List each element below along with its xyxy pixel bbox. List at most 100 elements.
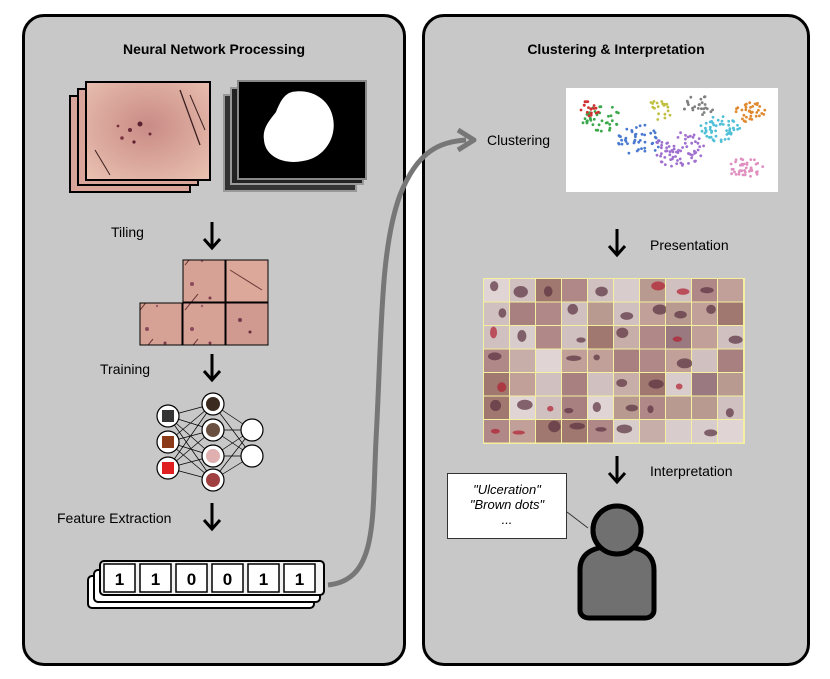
mosaic-lesion xyxy=(490,326,498,339)
scatter-point xyxy=(702,111,706,114)
scatter-point xyxy=(656,141,659,145)
scatter-point xyxy=(655,101,659,105)
scatter-point xyxy=(688,134,692,138)
mosaic-tile xyxy=(536,326,561,349)
scatter-point xyxy=(664,103,668,106)
scatter-point xyxy=(643,140,647,144)
scatter-point xyxy=(736,127,739,131)
scatter-point xyxy=(667,145,671,148)
scatter-point xyxy=(670,164,673,168)
mosaic-lesion xyxy=(616,327,629,338)
mosaic-tile xyxy=(588,326,613,349)
mosaic-tile xyxy=(718,279,743,302)
scatter-point xyxy=(664,149,667,153)
scatter-point xyxy=(620,138,623,142)
scatter-point xyxy=(679,149,683,153)
mosaic-tile xyxy=(718,349,743,372)
down-arrow-icon xyxy=(607,456,627,485)
scatter-point xyxy=(696,148,700,152)
scatter-point xyxy=(594,111,598,115)
scatter-point xyxy=(668,153,672,157)
scatter-point xyxy=(744,108,748,112)
mosaic-lesion xyxy=(704,429,718,437)
mosaic-tile xyxy=(692,373,717,396)
scatter-point xyxy=(737,170,741,174)
scatter-point xyxy=(585,113,589,116)
feature-cell xyxy=(139,563,172,593)
scatter-point xyxy=(598,105,602,109)
mosaic-lesion xyxy=(567,303,579,315)
scatter-point xyxy=(643,123,647,127)
scatter-point xyxy=(583,100,587,104)
scatter-point xyxy=(745,115,748,119)
scatter-point xyxy=(587,106,590,109)
scatter-point xyxy=(608,123,612,126)
scatter-point xyxy=(643,146,647,150)
mosaic-lesion xyxy=(625,404,639,412)
scatter-point xyxy=(586,119,589,123)
scatter-point xyxy=(696,141,700,145)
scatter-point xyxy=(604,121,608,125)
scatter-point xyxy=(625,127,629,131)
mosaic-tile xyxy=(718,302,743,325)
feature-cell xyxy=(175,563,208,593)
scatter-point xyxy=(652,100,656,103)
scatter-point xyxy=(732,120,736,123)
scatter-point xyxy=(727,137,730,141)
scatter-point xyxy=(723,138,727,141)
scatter-point xyxy=(739,163,742,167)
scatter-point xyxy=(730,172,733,176)
scatter-point xyxy=(609,114,613,118)
scatter-point xyxy=(745,163,749,166)
scatter-point xyxy=(685,145,689,149)
scatter-point xyxy=(733,170,736,174)
mosaic-lesion xyxy=(728,335,743,344)
scatter-point xyxy=(761,165,765,169)
mosaic-tile xyxy=(588,302,613,325)
mosaic-tile xyxy=(510,349,535,372)
mask-image-stack xyxy=(223,80,367,192)
feature-value: 0 xyxy=(223,570,232,589)
speech-bubble-icon: "Ulceration" "Brown dots" ... xyxy=(447,473,567,539)
scatter-point xyxy=(743,173,747,177)
scatter-point xyxy=(677,148,680,152)
scatter-point xyxy=(660,146,663,150)
down-arrow-icon xyxy=(202,503,222,532)
mosaic-lesion xyxy=(593,354,600,361)
scatter-point xyxy=(699,97,703,101)
scatter-point xyxy=(630,130,634,134)
scatter-point xyxy=(660,152,663,156)
scatter-point xyxy=(711,108,714,112)
right-panel-title: Clustering & Interpretation xyxy=(527,41,705,57)
scatter-point xyxy=(649,131,653,135)
scatter-point xyxy=(672,144,676,148)
scatter-point xyxy=(753,158,756,162)
scatter-point xyxy=(638,124,642,128)
scatter-point xyxy=(683,107,686,111)
scatter-point xyxy=(720,119,724,123)
scatter-point xyxy=(608,128,611,132)
scatter-point xyxy=(656,105,660,108)
scatter-point xyxy=(652,129,656,133)
scatter-point xyxy=(734,158,738,162)
scatter-point xyxy=(596,128,600,132)
scatter-point xyxy=(589,113,593,117)
scatter-point xyxy=(687,103,690,106)
scatter-point xyxy=(757,108,760,112)
scatter-point xyxy=(691,108,695,112)
mosaic-tile xyxy=(562,326,587,349)
mosaic-tile xyxy=(640,420,665,443)
scatter-point xyxy=(705,134,709,138)
mosaic-lesion xyxy=(676,358,693,369)
scatter-point xyxy=(756,161,760,165)
mosaic-lesion xyxy=(548,420,561,433)
scatter-point xyxy=(730,167,734,171)
mosaic-lesion xyxy=(651,281,666,291)
mosaic-lesion xyxy=(543,286,553,297)
scatter-point xyxy=(643,133,646,137)
scatter-point xyxy=(709,135,713,139)
mosaic-lesion xyxy=(595,427,607,432)
scatter-point xyxy=(638,139,642,142)
down-arrow-icon xyxy=(202,222,222,251)
scatter-point xyxy=(685,99,689,103)
